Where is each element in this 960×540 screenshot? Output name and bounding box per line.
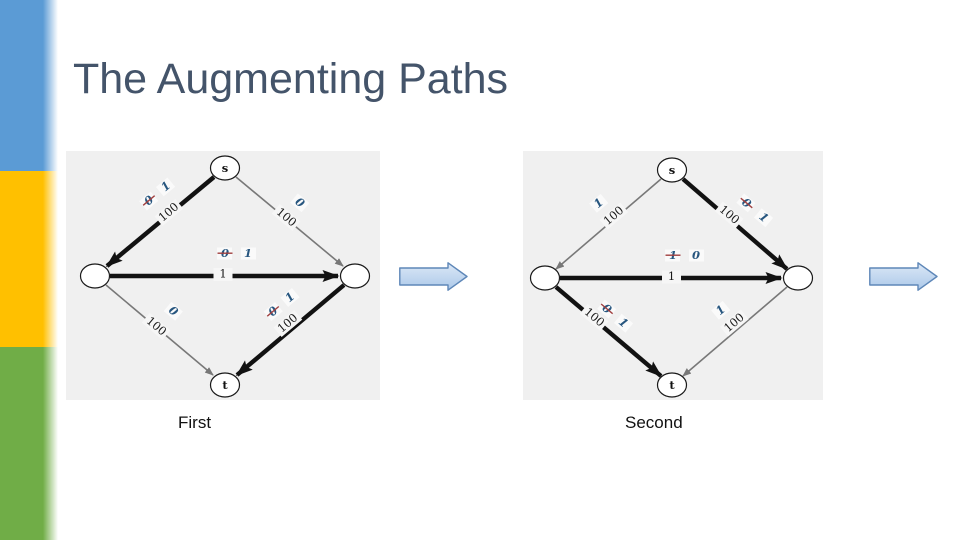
node-source-label: s [222, 161, 228, 175]
edge-label-left-sink-flow: 0 [163, 301, 183, 321]
svg-text:1: 1 [244, 246, 252, 260]
next-step-arrow-icon [399, 262, 468, 291]
accent-bar [0, 0, 58, 540]
edge-label-left-right-flow: 0 1 [217, 246, 256, 260]
edge-left-sink [554, 285, 663, 378]
svg-text:1: 1 [668, 269, 675, 283]
svg-text:0: 0 [692, 248, 700, 262]
node-sink [209, 372, 241, 398]
node-source [656, 157, 688, 183]
flow-network-diagram-second: 1 100 0 1 100 1 [523, 151, 823, 400]
node-sink [656, 372, 688, 398]
edge-label-left-right-capacity: 1 [662, 269, 681, 284]
page-title: The Augmenting Paths [73, 55, 509, 103]
next-step-arrow-icon [869, 262, 938, 291]
edge-right-sink [235, 283, 346, 377]
graph-second: 1 100 0 1 100 1 [529, 157, 814, 398]
node-right [339, 263, 371, 289]
graph-first: 0 1 100 0 100 0 1 [79, 155, 371, 398]
caption-first: First [178, 413, 212, 432]
edge-label-right-sink-flow: 0 1 [263, 288, 300, 321]
svg-text:1: 1 [219, 267, 226, 281]
node-source-label: s [669, 163, 675, 177]
edge-label-s-left-flow: 1 [589, 193, 609, 213]
edge-label-s-left-flow: 0 1 [139, 177, 176, 211]
edge-label-left-right-capacity: 1 [213, 267, 233, 281]
node-right [782, 265, 814, 291]
edge-label-right-sink-flow: 1 [711, 300, 731, 320]
edge-right-sink [682, 286, 788, 377]
flow-network-diagram-first: 0 1 100 0 100 0 1 [66, 151, 380, 400]
edge-label-left-right-flow: 1 0 [665, 248, 704, 262]
node-sink-label: t [669, 378, 675, 392]
node-left [529, 265, 561, 291]
node-source [209, 155, 241, 181]
caption-second: Second [625, 413, 683, 432]
node-sink-label: t [222, 378, 228, 392]
edge-label-s-right-flow: 0 [290, 193, 310, 213]
edge-label-s-right-flow: 0 1 [736, 193, 774, 228]
node-left [79, 263, 111, 289]
edge-label-left-sink-flow: 0 1 [597, 299, 634, 333]
